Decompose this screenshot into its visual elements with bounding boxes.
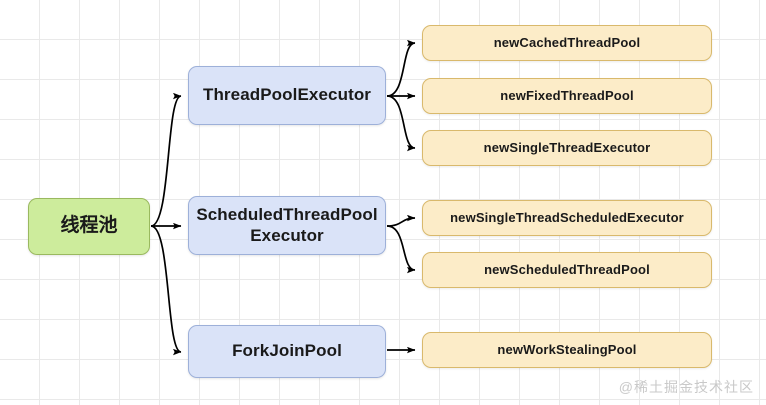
node-newsinglethreadexecutor-label: newSingleThreadExecutor: [483, 140, 651, 156]
watermark: @稀土掘金技术社区: [618, 379, 754, 395]
node-newfixedthreadpool-label: newFixedThreadPool: [500, 88, 634, 104]
node-scheduledthreadpoolexecutor-label: ScheduledThreadPool Executor: [196, 205, 378, 245]
node-root-thread-pool[interactable]: 线程池: [28, 198, 150, 255]
node-newscheduledthreadpool-label: newScheduledThreadPool: [484, 262, 650, 278]
edge-scheduledthreadpoolexecutor-to-newscheduledthreadpool: [386, 225, 416, 274]
node-forkjoinpool[interactable]: ForkJoinPool: [188, 325, 386, 378]
node-root-label: 线程池: [60, 215, 118, 237]
edge-threadpoolexecutor-to-newcachedthreadpool: [386, 39, 416, 97]
node-threadpoolexecutor[interactable]: ThreadPoolExecutor: [188, 66, 386, 125]
node-threadpoolexecutor-label: ThreadPoolExecutor: [202, 85, 372, 105]
node-newcachedthreadpool-label: newCachedThreadPool: [493, 35, 641, 51]
node-newscheduledthreadpool[interactable]: newScheduledThreadPool: [422, 252, 712, 288]
node-newsinglethreadscheduledexecutor[interactable]: newSingleThreadScheduledExecutor: [422, 200, 712, 236]
node-newworkstealingpool[interactable]: newWorkStealingPool: [422, 332, 712, 368]
node-newcachedthreadpool[interactable]: newCachedThreadPool: [422, 25, 712, 61]
edge-scheduledthreadpoolexecutor-to-newsinglethreadscheduledexecutor: [386, 214, 416, 227]
node-newfixedthreadpool[interactable]: newFixedThreadPool: [422, 78, 712, 114]
edge-threadpoolexecutor-to-newsinglethreadexecutor: [386, 95, 416, 152]
node-newworkstealingpool-label: newWorkStealingPool: [497, 342, 637, 358]
node-newsinglethreadscheduledexecutor-label: newSingleThreadScheduledExecutor: [450, 210, 684, 226]
node-scheduledthreadpoolexecutor[interactable]: ScheduledThreadPool Executor: [188, 196, 386, 255]
node-forkjoinpool-label: ForkJoinPool: [232, 341, 342, 361]
node-newsinglethreadexecutor[interactable]: newSingleThreadExecutor: [422, 130, 712, 166]
edge-root-to-forkjoinpool: [150, 225, 182, 356]
edge-root-to-threadpoolexecutor: [150, 92, 182, 227]
